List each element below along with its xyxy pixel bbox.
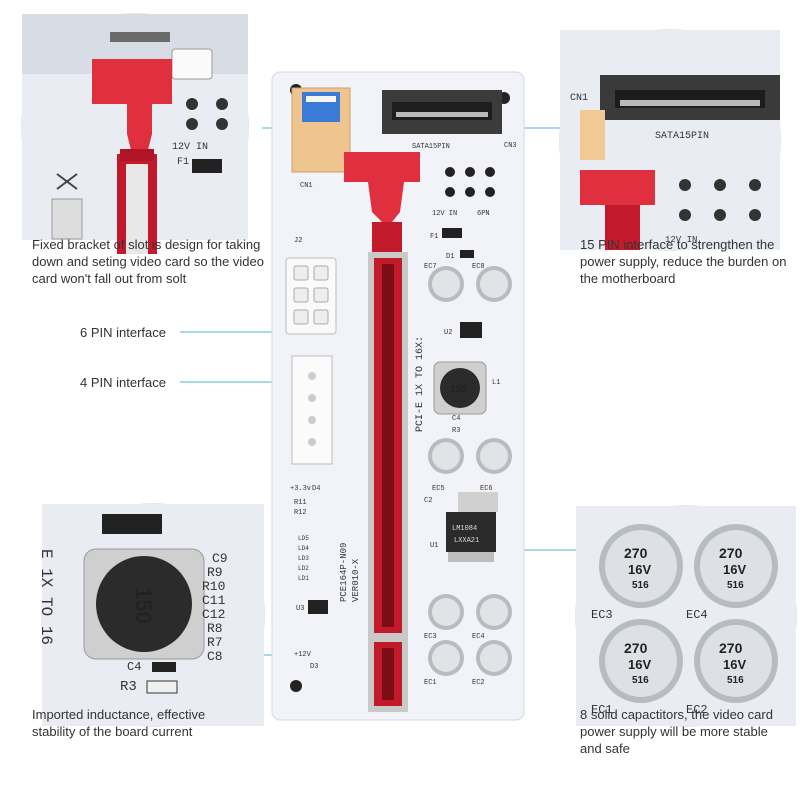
riser-board-illustration: CN1 SATA15PIN CN3 12V IN 6PN F1 D1 J2 [271, 71, 525, 721]
label-c4: C4 [452, 415, 460, 423]
label-regulator-code: LXXA21 [454, 537, 479, 545]
zoom-cap-ec2-code: 516 [727, 675, 744, 686]
zoom-cap-ec3-value: 270 [624, 545, 648, 561]
caption-capacitors: 8 solid capactitors, the video card powe… [580, 707, 773, 756]
zoom-label-5: R8 [207, 621, 223, 636]
zoom-cap-ec3-voltage: 16V [628, 562, 651, 577]
label-version: VER010-X [351, 558, 361, 602]
label-d3: D3 [310, 663, 318, 671]
zoom-r3-label: R3 [120, 679, 137, 695]
zoom-bracket: 12V IN F1 [22, 14, 248, 254]
zoom-cap-ec1-voltage: 16V [628, 657, 651, 672]
caption-15pin: 15 PIN interface to strengthen the power… [580, 237, 787, 286]
zoom-cap-ec2-label: EC2 [686, 703, 708, 717]
label-r11: R11 [294, 499, 307, 507]
svg-text:12V IN: 12V IN [665, 235, 697, 245]
label-ec3: EC3 [424, 633, 437, 641]
zoom-cap-ec4-voltage: 16V [723, 562, 746, 577]
zoom-inductor-value: 150 [131, 587, 156, 624]
label-ec1: EC1 [424, 679, 437, 687]
label-model: PCE164P-N09 [339, 543, 349, 602]
zoom-inductor: E 1X TO 16 150 C9 R9 R10 C11 C12 R8 R7 C… [37, 504, 264, 726]
svg-text:F1: F1 [177, 157, 189, 168]
zoom-inductor-illustration: E 1X TO 16 150 C9 R9 R10 C11 C12 R8 R7 C… [37, 504, 264, 726]
zoom-label-2: R10 [202, 579, 225, 594]
zoom-15pin-illustration: SATA15PIN CN1 12V IN [560, 30, 780, 250]
zoom-15pin: SATA15PIN CN1 12V IN [560, 30, 780, 250]
label-ec4: EC4 [472, 633, 485, 641]
svg-text:12V IN: 12V IN [172, 142, 208, 153]
label-ld1: LD1 [298, 575, 309, 582]
zoom-cap-ec1-code: 516 [632, 675, 649, 686]
label-12vin: 12V IN [432, 210, 457, 218]
label-cn3: CN3 [504, 142, 517, 150]
label-u2: U2 [444, 329, 452, 337]
zoom-cap-ec1: 270 16V 516 EC1 [591, 619, 683, 717]
label-r12: R12 [294, 509, 307, 517]
zoom-cap-ec2-value: 270 [719, 640, 743, 656]
label-l1: L1 [492, 379, 500, 387]
label-r3: R3 [452, 427, 460, 435]
caption-4pin: 4 PIN interface [80, 375, 166, 390]
label-ld3: LD3 [298, 555, 309, 562]
zoom-cap-ec4-code: 516 [727, 580, 744, 591]
riser-board: CN1 SATA15PIN CN3 12V IN 6PN F1 D1 J2 [271, 71, 525, 725]
zoom-label-7: C8 [207, 649, 223, 664]
zoom-label-1: R9 [207, 565, 223, 580]
zoom-capacitors-illustration: 270 16V 516 EC3 270 16V 516 EC4 270 16V … [576, 506, 796, 726]
label-6pn: 6PN [477, 210, 490, 218]
zoom-capacitors: 270 16V 516 EC3 270 16V 516 EC4 270 16V … [576, 506, 796, 726]
label-d1: D1 [446, 253, 454, 261]
caption-6pin: 6 PIN interface [80, 325, 166, 340]
label-ld4: LD4 [298, 545, 309, 552]
label-cn1: CN1 [300, 182, 313, 190]
zoom-cap-ec2: 270 16V 516 EC2 [686, 619, 778, 717]
zoom-label-0: C9 [212, 551, 228, 566]
label-ld2: LD2 [298, 565, 309, 572]
label-f1: F1 [430, 233, 438, 241]
label-d4: D4 [312, 485, 320, 493]
caption-inductance: Imported inductance, effective stability… [32, 707, 206, 739]
svg-text:SATA15PIN: SATA15PIN [655, 131, 709, 142]
zoom-c4-label: C4 [127, 660, 141, 674]
label-ec6: EC6 [480, 485, 493, 493]
label-c2: C2 [424, 497, 432, 505]
zoom-cap-ec3-label: EC3 [591, 608, 613, 622]
zoom-cap-ec1-label: EC1 [591, 703, 613, 717]
caption-bracket: Fixed bracket of slot is design for taki… [32, 237, 264, 286]
label-u3: U3 [296, 605, 304, 613]
zoom-cap-ec4: 270 16V 516 EC4 [686, 524, 778, 622]
label-3v3: +3.3v [290, 485, 311, 493]
zoom-cap-ec3: 270 16V 516 EC3 [591, 524, 683, 622]
zoom-label-6: R7 [207, 635, 223, 650]
zoom-label-3: C11 [202, 593, 226, 608]
label-sata: SATA15PIN [412, 143, 450, 151]
label-ec2: EC2 [472, 679, 485, 687]
label-regulator: LM1084 [452, 525, 477, 533]
label-12v: +12V [294, 651, 312, 659]
board-inductor-value: 150 [450, 384, 467, 395]
label-pcie: PCI-E 1X TO 16X: [415, 336, 426, 432]
zoom-cap-ec3-code: 516 [632, 580, 649, 591]
label-ec8: EC8 [472, 263, 485, 271]
label-j2: J2 [294, 237, 302, 245]
svg-text:CN1: CN1 [570, 93, 588, 104]
zoom-cap-ec2-voltage: 16V [723, 657, 746, 672]
zoom-cap-ec4-label: EC4 [686, 608, 708, 622]
zoom-cap-ec4-value: 270 [719, 545, 743, 561]
label-ld5: LD5 [298, 535, 309, 542]
zoom-pcie-text: E 1X TO 16 [37, 549, 55, 645]
label-ec7: EC7 [424, 263, 437, 271]
label-u1: U1 [430, 542, 438, 550]
label-ec5: EC5 [432, 485, 445, 493]
zoom-bracket-illustration: 12V IN F1 [22, 14, 248, 254]
zoom-cap-ec1-value: 270 [624, 640, 648, 656]
zoom-label-4: C12 [202, 607, 225, 622]
